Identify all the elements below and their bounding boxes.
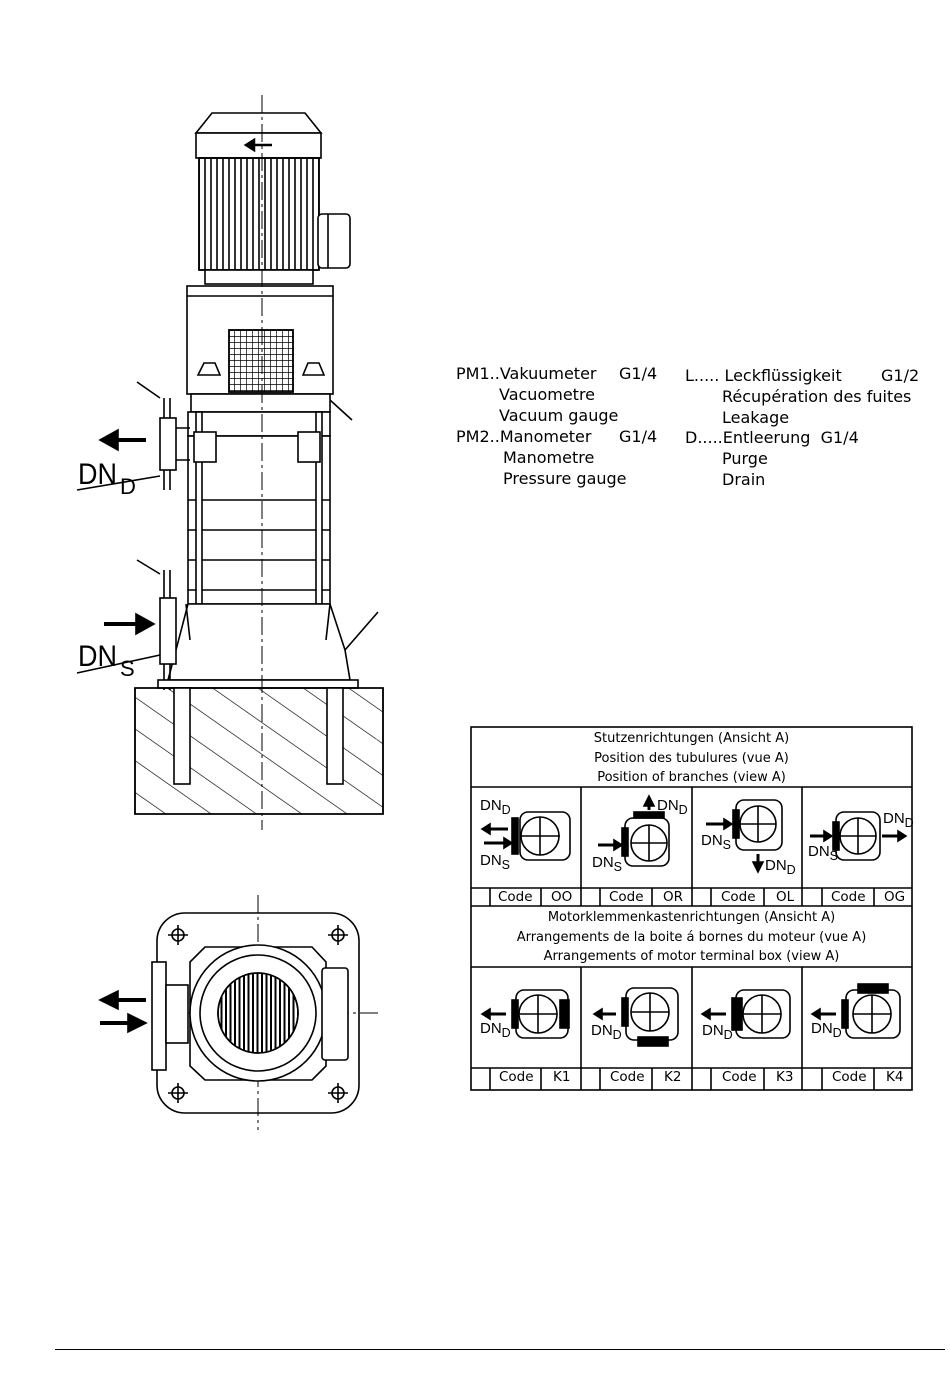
branch-og-icon — [810, 811, 908, 861]
legend-l-en: Leakage — [722, 408, 790, 427]
branch-header-fr: Position des tubulures (vue A) — [594, 750, 789, 766]
code-label: Code — [721, 889, 756, 905]
rotation-arrow-icon — [243, 137, 272, 153]
code-label: Code — [499, 1069, 534, 1085]
svg-text:DN: DN — [78, 458, 117, 492]
code-value-k3: K3 — [776, 1069, 794, 1085]
code-value-or: OR — [663, 889, 684, 905]
code-label: Code — [832, 1069, 867, 1085]
motor-k3-icon — [700, 989, 791, 1039]
dn-d-label: DND — [480, 1020, 511, 1040]
dn-d-label: DND — [702, 1022, 733, 1042]
code-label: Code — [722, 1069, 757, 1085]
code-value-k4: K4 — [886, 1069, 904, 1085]
legend-pm1-en: Vacuum gauge — [499, 406, 619, 425]
branch-or-icon — [598, 794, 670, 867]
motor-header-fr: Arrangements de la boite á bornes du mot… — [516, 929, 867, 945]
legend-pm1: PM1..Vakuumeter — [456, 364, 597, 383]
code-value-oo: OO — [551, 889, 573, 905]
code-value-ol: OL — [776, 889, 795, 905]
pump-top-view — [98, 895, 380, 1130]
dn-s-label: DNS — [808, 843, 839, 863]
svg-text:S: S — [120, 656, 135, 681]
dn-d-label: DND — [591, 1022, 622, 1042]
dn-d-label: DND — [883, 810, 914, 830]
bottom-rule — [55, 1349, 945, 1350]
code-label: Code — [498, 889, 533, 905]
top-discharge-arrow-icon — [98, 989, 119, 1011]
legend-pm1-thread: G1/4 — [619, 364, 658, 383]
branch-header: Stutzenrichtungen (Ansicht A) Position d… — [471, 729, 912, 788]
legend-l-thread: G1/2 — [881, 366, 920, 385]
dn-s-label: DNS — [480, 852, 511, 872]
legend-pm2: PM2..Manometer — [456, 427, 592, 446]
code-value-og: OG — [884, 889, 906, 905]
top-suction-arrow-icon — [127, 1012, 148, 1034]
dn-d-label: DND — [657, 797, 688, 817]
code-value-k1: K1 — [553, 1069, 571, 1085]
legend-pm2-thread: G1/4 — [619, 427, 658, 446]
dn-suction-label: DN S — [78, 640, 135, 681]
dn-s-label: DNS — [701, 832, 732, 852]
legend-l: L..... Leckflüssigkeit — [685, 366, 842, 385]
legend-d: D.....Entleerung G1/4 — [685, 428, 859, 447]
legend-l-fr: Récupération des fuites — [722, 387, 912, 406]
legend-pm1-fr: Vacuometre — [499, 385, 596, 404]
branch-ol-icon — [706, 799, 783, 874]
legend-pm2-fr: Manometre — [503, 448, 595, 467]
code-label: Code — [831, 889, 866, 905]
legend-pm2-en: Pressure gauge — [503, 469, 627, 488]
arrangement-table — [470, 726, 913, 1091]
dn-discharge-label: DN D — [78, 458, 136, 499]
branch-oo-icon — [480, 811, 571, 861]
dn-d-label: DND — [480, 797, 511, 817]
dn-s-label: DNS — [592, 854, 623, 874]
motor-k1-icon — [480, 989, 570, 1039]
svg-text:D: D — [120, 474, 136, 499]
legend-d-fr: Purge — [722, 449, 768, 468]
discharge-arrow-icon — [98, 428, 119, 452]
code-value-k2: K2 — [664, 1069, 682, 1085]
pump-side-view — [76, 95, 384, 830]
motor-k2-icon — [592, 987, 679, 1047]
branch-header-de: Stutzenrichtungen (Ansicht A) — [593, 731, 790, 746]
dn-d-label: DND — [765, 857, 796, 877]
motor-header-en: Arrangements of motor terminal box (view… — [543, 949, 840, 964]
dn-d-label: DND — [811, 1020, 842, 1040]
code-label: Code — [610, 1069, 645, 1085]
branch-header-en: Position of branches (view A) — [597, 770, 786, 785]
code-label: Code — [609, 889, 644, 905]
motor-header-de: Motorklemmenkastenrichtungen (Ansicht A) — [547, 910, 836, 925]
svg-text:DN: DN — [78, 640, 117, 674]
legend-d-en: Drain — [722, 470, 766, 489]
bolt-hole-icon — [168, 925, 348, 1103]
motor-k4-icon — [810, 983, 901, 1039]
suction-arrow-icon — [135, 612, 156, 636]
motor-header: Motorklemmenkastenrichtungen (Ansicht A)… — [471, 908, 912, 967]
